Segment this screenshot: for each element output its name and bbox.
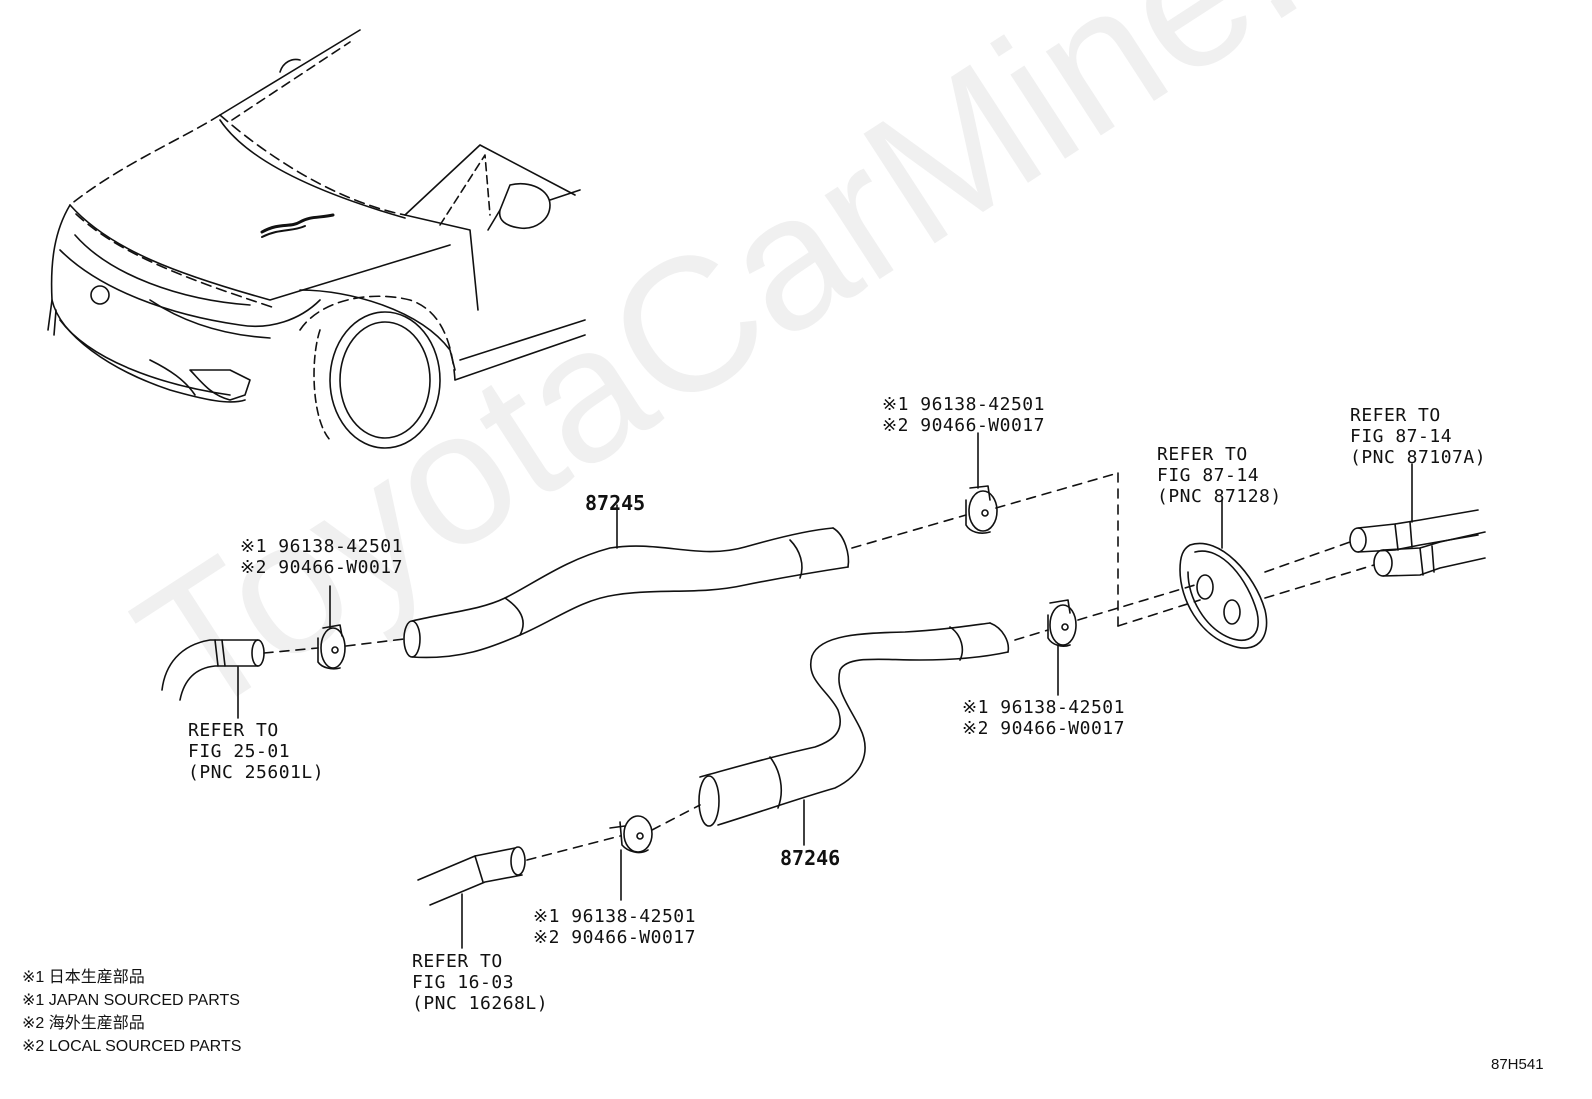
clamp-lower — [609, 815, 653, 854]
pipe-right-lower — [1373, 531, 1486, 577]
pipe-right-upper — [1349, 509, 1479, 553]
clamp-label-left: ※1 96138-42501 ※2 90466-W0017 — [240, 536, 403, 578]
clamp-label-line2: ※2 90466-W0017 — [240, 557, 403, 578]
legend-line: ※1 日本生産部品 — [22, 969, 145, 986]
clamp-label-line2: ※2 90466-W0017 — [533, 927, 696, 948]
clamp-label-line1: ※1 96138-42501 — [240, 536, 403, 557]
ref-line1: REFER TO — [188, 720, 279, 741]
pipe-lower-left — [417, 846, 526, 906]
ref-line3: (PNC 16268L) — [412, 993, 549, 1014]
ref-label-25-01: REFER TO FIG 25-01 (PNC 25601L) — [188, 720, 324, 783]
alignment-lines — [263, 472, 1375, 861]
hose-87246 — [698, 622, 1010, 827]
ref-line1: REFER TO — [1350, 405, 1441, 426]
ref-line1: REFER TO — [412, 951, 503, 972]
ref-line3: (PNC 25601L) — [188, 762, 325, 783]
clamp-label-middle-right: ※1 96138-42501 ※2 90466-W0017 — [962, 697, 1125, 739]
clamp-label-lower: ※1 96138-42501 ※2 90466-W0017 — [533, 906, 696, 948]
clamp-label-upper-right: ※1 96138-42501 ※2 90466-W0017 — [882, 394, 1045, 436]
part-number-87245: 87245 — [585, 491, 646, 515]
grommet — [1179, 542, 1268, 649]
clamp-label-line1: ※1 96138-42501 — [533, 906, 696, 927]
ref-line2: FIG 25-01 — [188, 741, 291, 762]
clamp-middle-right — [1047, 599, 1077, 647]
legend-line: ※2 海外生産部品 — [22, 1015, 145, 1032]
legend-line: ※2 LOCAL SOURCED PARTS — [22, 1038, 242, 1055]
ref-line3: (PNC 87107A) — [1350, 447, 1487, 468]
hose-87245 — [403, 527, 850, 659]
legend-line: ※1 JAPAN SOURCED PARTS — [22, 992, 240, 1009]
pipe-left — [161, 639, 265, 701]
ref-line2: FIG 87-14 — [1157, 465, 1260, 486]
figure-code: 87H541 — [1491, 1056, 1544, 1073]
ref-line3: (PNC 87128) — [1157, 486, 1282, 507]
clamp-label-line2: ※2 90466-W0017 — [882, 415, 1045, 436]
ref-label-87128: REFER TO FIG 87-14 (PNC 87128) — [1157, 444, 1282, 507]
ref-line1: REFER TO — [1157, 444, 1248, 465]
part-number-87246: 87246 — [780, 846, 841, 870]
ref-label-16-03: REFER TO FIG 16-03 (PNC 16268L) — [412, 951, 548, 1014]
ref-line2: FIG 16-03 — [412, 972, 515, 993]
clamp-label-line2: ※2 90466-W0017 — [962, 718, 1125, 739]
vehicle-illustration — [47, 29, 586, 449]
clamp-left — [317, 624, 346, 670]
ref-line2: FIG 87-14 — [1350, 426, 1453, 447]
clamp-label-line1: ※1 96138-42501 — [882, 394, 1045, 415]
clamp-upper-right — [965, 485, 998, 534]
ref-label-87107a: REFER TO FIG 87-14 (PNC 87107A) — [1350, 405, 1486, 468]
clamp-label-line1: ※1 96138-42501 — [962, 697, 1125, 718]
sourcing-legend: ※1 日本生産部品 ※1 JAPAN SOURCED PARTS ※2 海外生産… — [22, 966, 241, 1058]
